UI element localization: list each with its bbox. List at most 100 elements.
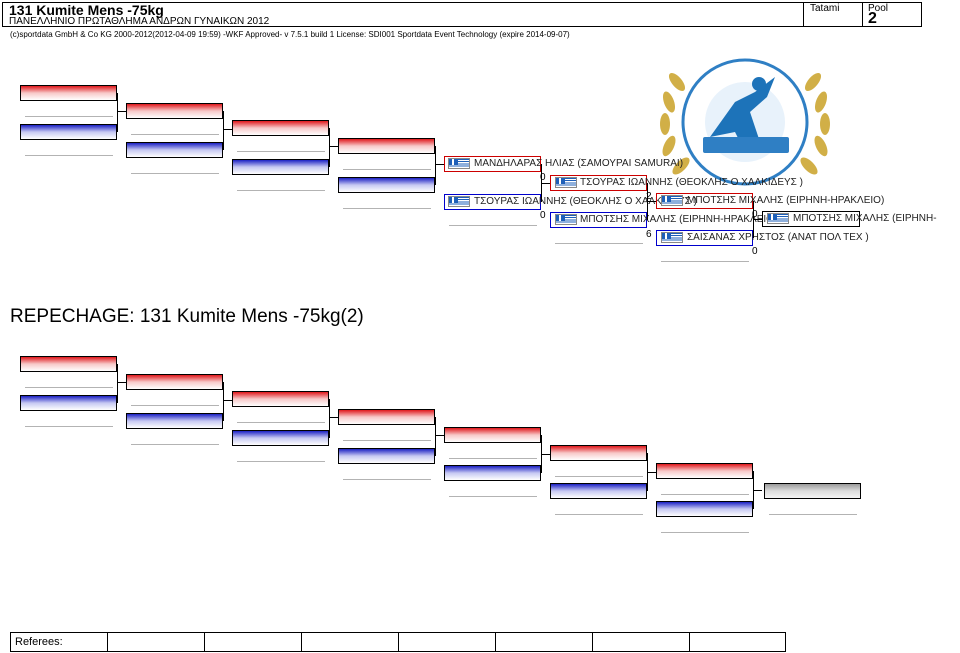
bracket-slot-blue: [338, 177, 435, 193]
bracket-connector: [329, 146, 338, 147]
repechage-slot-line: [769, 514, 857, 515]
bracket-slot-red: [338, 138, 435, 154]
competitor-name: ΜΠΟΤΣΗΣ ΜΙΧΑΛΗΣ (ΕΙΡΗΝΗ-ΗΡΑΚΛΕΙΟ): [580, 214, 778, 225]
competitor-name: ΣΑΙΣΑΝΑΣ ΧΡΗΣΤΟΣ (ΑΝΑΤ ΠΟΛ ΤΕΧ ): [687, 232, 869, 243]
competitor-score: 6: [646, 229, 652, 240]
bracket-slot-line: [343, 169, 431, 170]
pool-label: Pool: [868, 3, 889, 14]
bracket-connector: [647, 201, 656, 202]
bracket-connector: [435, 146, 436, 185]
repechage-connector: [435, 435, 444, 436]
bracket-connector: [223, 129, 232, 130]
bracket-slot-line: [131, 134, 219, 135]
repechage-slot-red: [656, 463, 753, 479]
bracket-slot-line: [555, 243, 643, 244]
bracket-slot-red: [232, 120, 329, 136]
bracket-slot-line: [25, 116, 113, 117]
repechage-connector: [223, 400, 232, 401]
bracket-slot-blue: [232, 159, 329, 175]
bracket-winner-slot: [762, 211, 860, 227]
repechage-slot-blue: [656, 501, 753, 517]
bracket-slot-blue: [126, 142, 223, 158]
karate-federation-logo-icon: [660, 58, 830, 186]
referees-label: Referees:: [11, 633, 108, 651]
bracket-slot-blue: [656, 230, 753, 246]
greek-flag-icon: [767, 213, 789, 224]
competitor-score: 0: [540, 210, 546, 221]
competitor-name: ΜΠΟΤΣΗΣ ΜΙΧΑΛΗΣ (ΕΙΡΗΝΗ-ΗΡΑΚΛΕΙΟ): [687, 195, 885, 206]
competitor-score: 2: [646, 191, 652, 202]
bracket-connector: [753, 219, 762, 220]
repechage-slot-line: [237, 422, 325, 423]
bracket-slot-red: [444, 156, 541, 172]
bracket-slot-line: [343, 208, 431, 209]
bracket-slot-line: [449, 225, 537, 226]
bracket-slot-red: [126, 103, 223, 119]
repechage-slot-line: [131, 405, 219, 406]
referee-cell: [690, 633, 785, 651]
repechage-slot-line: [449, 496, 537, 497]
referee-cell: [302, 633, 399, 651]
repechage-slot-line: [555, 514, 643, 515]
bracket-slot-line: [25, 155, 113, 156]
repechage-connector: [541, 454, 550, 455]
repechage-slot-blue: [20, 395, 117, 411]
repechage-slot-line: [237, 461, 325, 462]
repechage-slot-red: [126, 374, 223, 390]
repechage-connector: [223, 382, 224, 421]
repechage-slot-line: [343, 440, 431, 441]
header-box: [2, 2, 922, 27]
greek-flag-icon: [661, 232, 683, 243]
repechage-slot-line: [343, 479, 431, 480]
repechage-connector: [329, 399, 330, 438]
repechage-slot-blue: [232, 430, 329, 446]
bracket-slot-blue: [550, 212, 647, 228]
repechage-slot-line: [131, 444, 219, 445]
greek-flag-icon: [448, 158, 470, 169]
referee-cell: [108, 633, 205, 651]
bracket-slot-line: [661, 261, 749, 262]
bracket-connector: [223, 111, 224, 150]
referee-cell: [496, 633, 593, 651]
repechage-connector: [117, 364, 118, 403]
bracket-slot-red: [656, 193, 753, 209]
repechage-slot-blue: [338, 448, 435, 464]
bracket-slot-red: [20, 85, 117, 101]
bracket-connector: [541, 183, 550, 184]
repechage-slot-line: [25, 387, 113, 388]
bracket-slot-line: [131, 173, 219, 174]
bracket-connector: [435, 164, 444, 165]
repechage-slot-blue: [444, 465, 541, 481]
tatami-cell: [803, 2, 863, 27]
competitor-name: ΜΑΝΔΗΛΑΡΑΣ ΗΛΙΑΣ (ΣΑΜΟΥΡΑΙ SAMURAI): [474, 158, 684, 169]
repechage-slot-red: [550, 445, 647, 461]
page-subtitle: ΠΑΝΕΛΛΗΝΙΟ ΠΡΩΤΑΘΛΗΜΑ ΑΝΔΡΩΝ ΓΥΝΑΙΚΩΝ 20…: [9, 16, 270, 27]
page-title: 131 Kumite Mens -75kg: [9, 2, 164, 18]
repechage-connector: [435, 417, 436, 456]
repechage-slot-red: [20, 356, 117, 372]
repechage-slot-line: [449, 458, 537, 459]
greek-flag-icon: [661, 195, 683, 206]
repechage-slot-blue: [550, 483, 647, 499]
repechage-heading: REPECHAGE: 131 Kumite Mens -75kg(2): [10, 306, 364, 327]
bracket-connector: [117, 111, 126, 112]
bracket-slot-line: [237, 190, 325, 191]
repechage-winner-slot: [764, 483, 861, 499]
winner-name: ΜΠΟΤΣΗΣ ΜΙΧΑΛΗΣ (ΕΙΡΗΝΗ-: [793, 213, 937, 224]
repechage-slot-line: [25, 426, 113, 427]
bracket-slot-blue: [444, 194, 541, 210]
competitor-score: 0: [752, 209, 758, 220]
referee-cell: [399, 633, 496, 651]
repechage-slot-line: [661, 532, 749, 533]
repechage-connector: [117, 382, 126, 383]
repechage-slot-line: [555, 476, 643, 477]
competitor-name: ΤΣΟΥΡΑΣ ΙΩΑΝΝΗΣ (ΘΕΟΚΛΗΣ Ο ΧΑΛΚΙΔΕΥΣ ): [580, 177, 803, 188]
repechage-slot-red: [232, 391, 329, 407]
pool-value: 2: [868, 10, 877, 27]
repechage-connector: [329, 417, 338, 418]
referee-cell: [205, 633, 302, 651]
bracket-slot-blue: [20, 124, 117, 140]
repechage-slot-blue: [126, 413, 223, 429]
repechage-slot-line: [661, 494, 749, 495]
referees-table: Referees:: [10, 632, 786, 652]
